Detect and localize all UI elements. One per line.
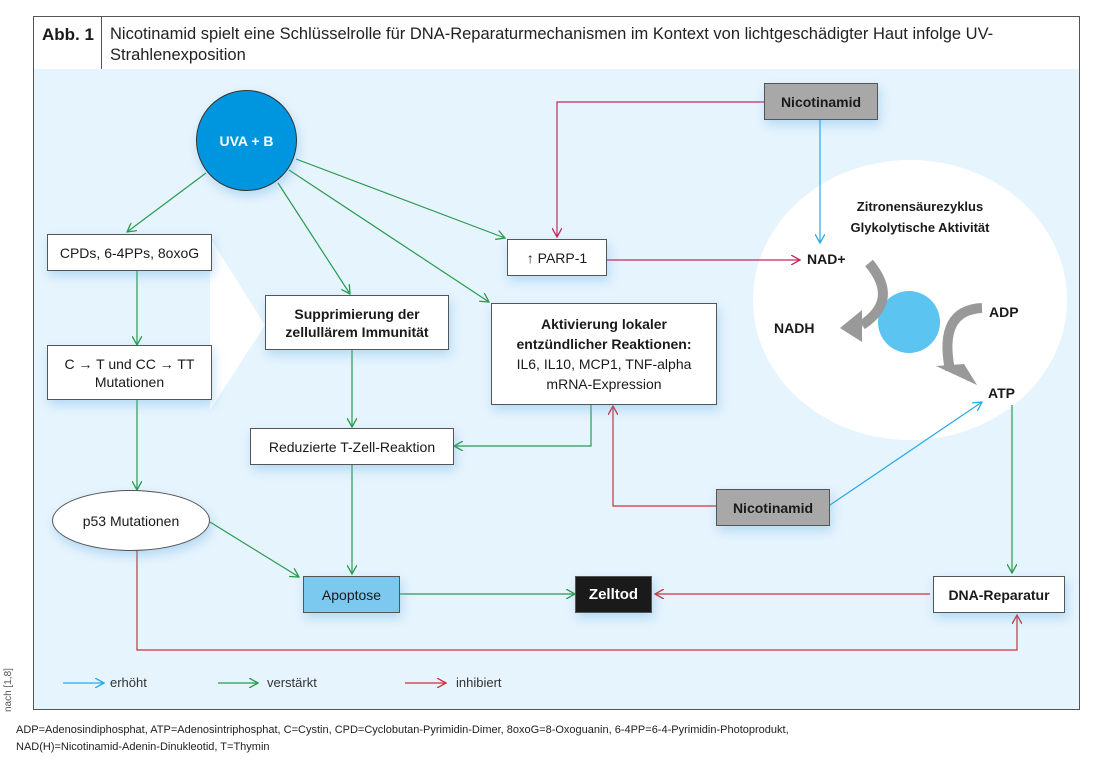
footnote: ADP=Adenosindiphosphat, ATP=Adenosintrip… — [16, 724, 789, 753]
label-nad-plus: NAD+ — [807, 251, 846, 267]
label-adp: ADP — [989, 304, 1019, 320]
curved-arrow-nad-nadh — [859, 259, 888, 330]
arrow-uv-activation — [288, 169, 489, 302]
arrow-p53-dnarepair — [136, 548, 1017, 651]
node-uv: UVA + B — [196, 90, 297, 191]
arrow-activation-tcell — [454, 405, 592, 446]
arrow-p53-apoptosis — [209, 521, 299, 577]
figure-title: Nicotinamid spielt eine Schlüsselrolle f… — [110, 25, 994, 64]
node-dnarepair: DNA-Reparatur — [933, 576, 1065, 613]
legend-label-enhances: verstärkt — [267, 675, 317, 690]
arrow-uv-cpds — [127, 172, 207, 232]
node-p53: p53 Mutationen — [52, 490, 210, 551]
node-celldeath: Zelltod — [575, 576, 652, 613]
legend-label-increases: erhöht — [110, 675, 147, 690]
curved-arrow-adp-atp — [942, 303, 983, 371]
arrow-nicotinamide-activation — [613, 406, 716, 507]
arrow-uv-suppression — [277, 182, 350, 294]
curved-arrow-adp-atp-head — [936, 364, 977, 385]
legend-label-inhibits: inhibiert — [456, 675, 502, 690]
label-atp: ATP — [988, 385, 1015, 401]
curved-arrow-nad-nadh-head — [840, 310, 862, 342]
node-parp: ↑ PARP-1 — [507, 239, 607, 276]
cycle-center-circle — [878, 291, 940, 353]
source-citation: nach [1,8] — [3, 668, 14, 712]
arrow-nicotinamide-parp — [557, 101, 765, 237]
cycle-title: Zitronensäurezyklus Glykolytische Aktivi… — [850, 199, 990, 235]
node-suppression: Supprimierung der zellullärem Immunität — [265, 295, 449, 350]
highlight-wedge — [210, 238, 265, 410]
node-tcell: Reduzierte T-Zell-Reaktion — [250, 428, 454, 465]
node-activation: Aktivierung lokaler entzündlicher Reakti… — [491, 303, 717, 405]
node-nicotinamide-top: Nicotinamid — [764, 83, 878, 120]
arrow-nicotinamide-atp — [829, 402, 982, 506]
node-apoptosis: Apoptose — [303, 576, 400, 613]
figure-label: Abb. 1 — [34, 17, 102, 69]
node-cpds: CPDs, 6-4PPs, 8oxoG — [47, 234, 212, 271]
node-nicotinamide-bottom: Nicotinamid — [716, 489, 830, 526]
node-mutations: C → T und CC → TT Mutationen — [47, 345, 212, 400]
arrow-uv-parp — [295, 158, 505, 238]
figure-header: Abb. 1 Nicotinamid spielt eine Schlüssel… — [33, 16, 1080, 70]
label-nadh: NADH — [774, 320, 815, 336]
